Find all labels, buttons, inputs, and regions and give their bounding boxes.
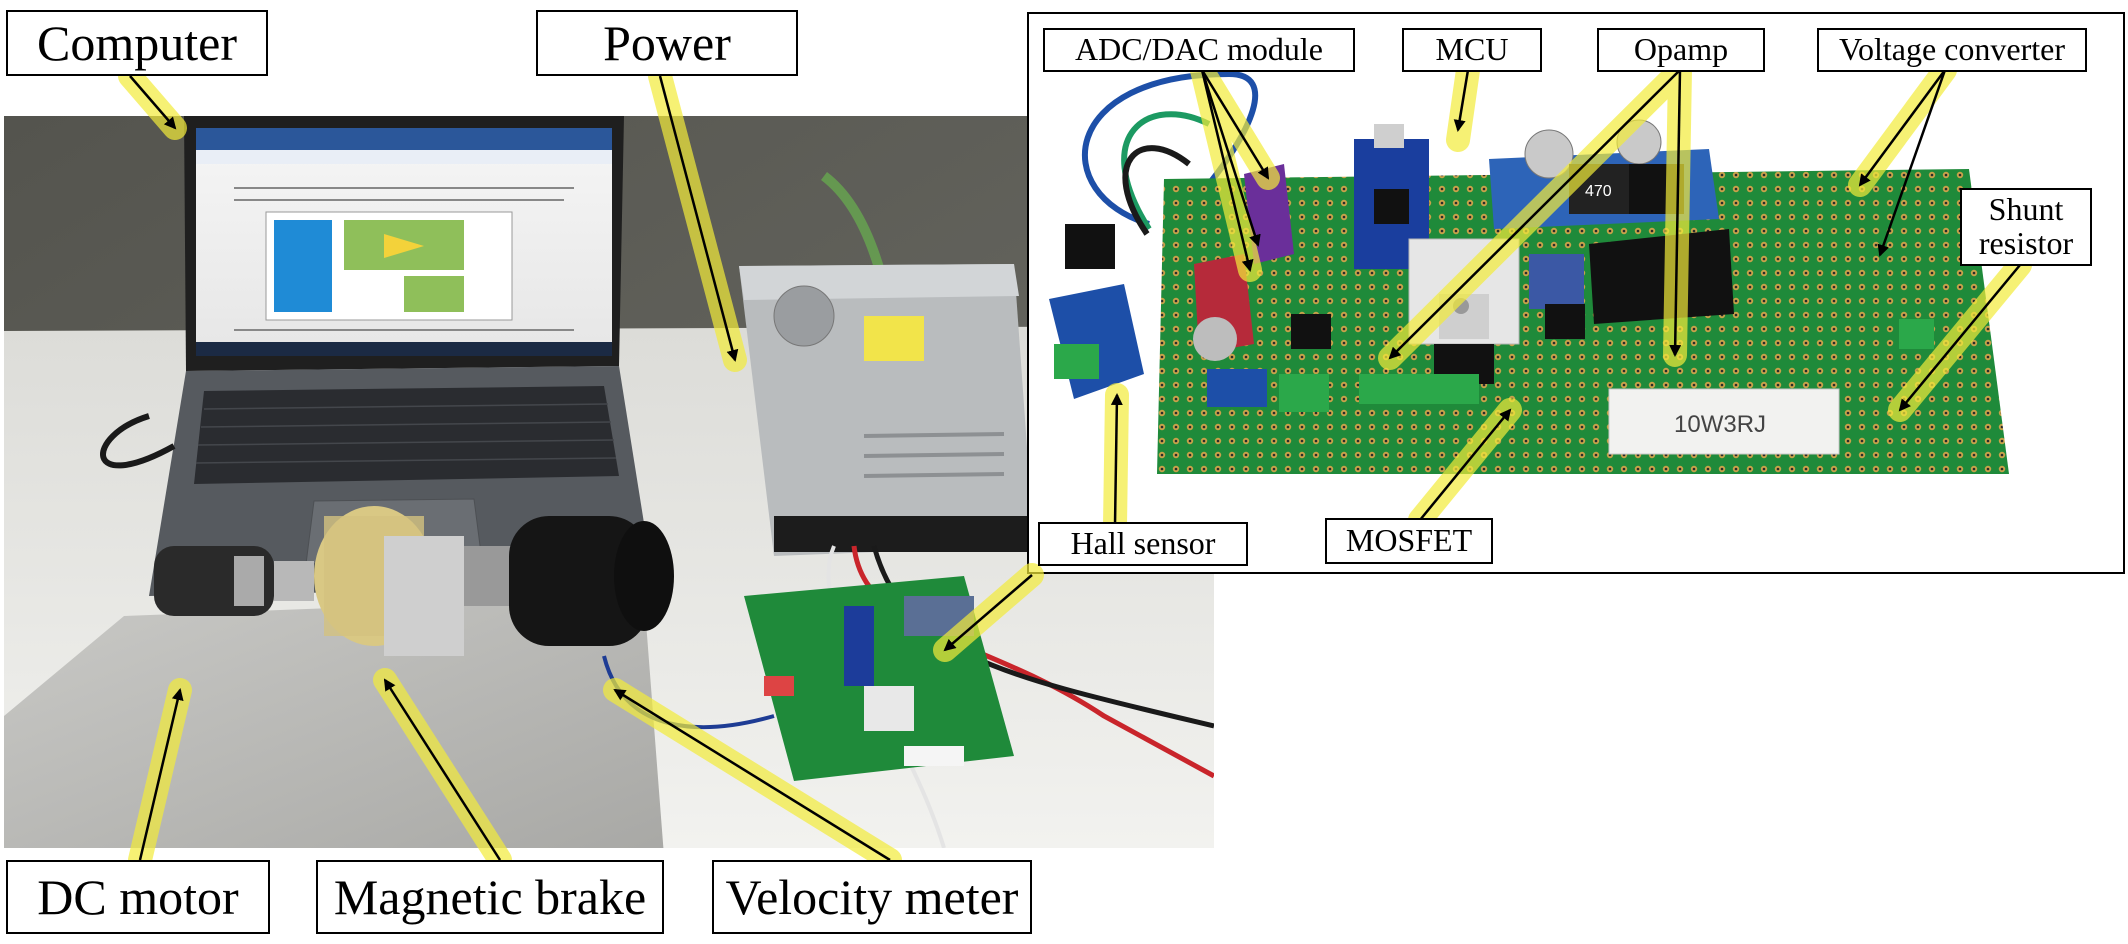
label-power: Power <box>536 10 798 76</box>
label-mcu: MCU <box>1402 28 1542 72</box>
label-hall-sensor: Hall sensor <box>1038 522 1248 566</box>
label-mosfet: MOSFET <box>1325 518 1493 564</box>
label-computer: Computer <box>6 10 268 76</box>
hall-sensor-module <box>1049 224 1144 399</box>
terminal-block-right <box>1899 319 1934 349</box>
label-shunt-resistor-line2: resistor <box>1978 225 2074 261</box>
control-board-small <box>744 576 1014 781</box>
opamp-chip-right <box>1545 304 1585 339</box>
shunt-resistor-component: 10W3RJ <box>1608 388 1840 455</box>
capacitor-marking: 470 <box>1585 183 1612 200</box>
label-dc-motor: DC motor <box>6 860 270 934</box>
label-opamp: Opamp <box>1597 28 1765 72</box>
terminal-block-blue <box>1207 369 1267 407</box>
resistor-marking: 10W3RJ <box>1674 411 1766 438</box>
opamp-chip-left <box>1291 314 1331 349</box>
power-supply <box>739 264 1034 556</box>
test-bench-photo <box>4 116 1214 848</box>
terminal-block-green <box>1279 374 1329 412</box>
label-voltage-converter: Voltage converter <box>1817 28 2087 72</box>
label-magnetic-brake: Magnetic brake <box>316 860 664 934</box>
label-adc-dac-module: ADC/DAC module <box>1043 28 1355 72</box>
label-shunt-resistor: Shunt resistor <box>1960 188 2092 266</box>
circuit-board-photo: 470 10W3RJ <box>1027 12 2125 574</box>
laptop <box>149 116 654 596</box>
label-shunt-resistor-line1: Shunt <box>1988 191 2064 228</box>
label-velocity-meter: Velocity meter <box>712 860 1032 934</box>
